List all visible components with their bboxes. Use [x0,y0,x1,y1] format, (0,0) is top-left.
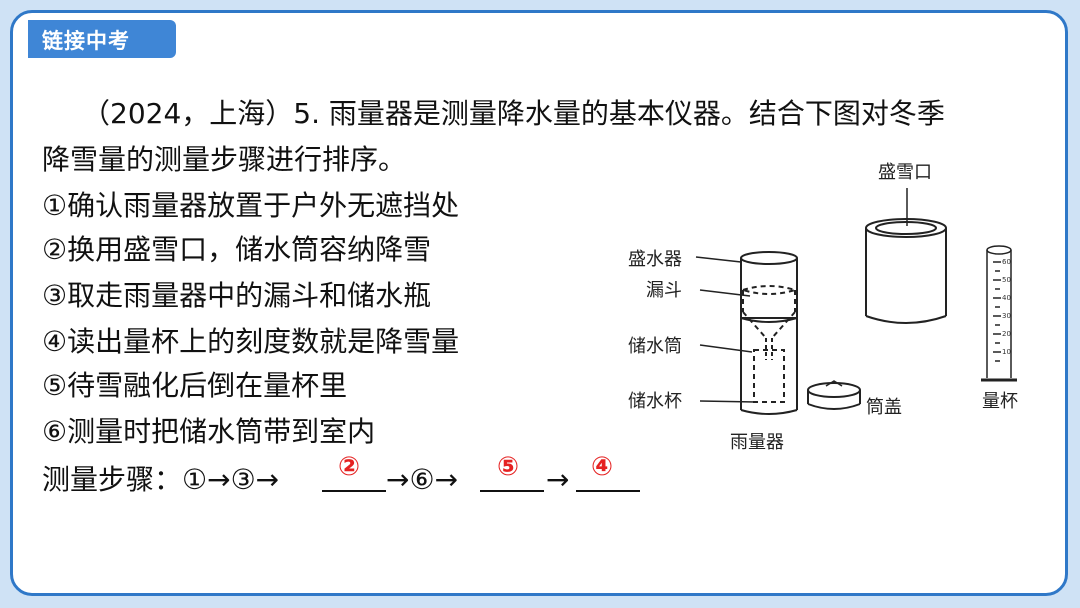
tube-cap-diagram [807,380,861,410]
slide-frame [10,10,1068,596]
answer-1: ② [338,452,361,482]
tick-50: 50 [1002,276,1011,284]
label-water-container: 盛水器 [628,249,682,270]
tick-60: 60 [1002,258,1011,266]
label-measuring-cup: 量杯 [982,391,1018,412]
question-line-2: 降雪量的测量步骤进行排序。 [42,143,407,176]
label-rain-gauge: 雨量器 [730,432,784,453]
question-line-1: （2024，上海）5. 雨量器是测量降水量的基本仪器。结合下图对冬季 [82,97,945,130]
answer-2: ⑤ [497,452,520,482]
label-snow-mouth: 盛雪口 [878,162,932,183]
option-4: ④读出量杯上的刻度数就是降雪量 [42,325,460,358]
section-badge: 链接中考 [28,20,176,58]
answer-blank-2 [480,462,544,492]
answer-3: ④ [591,452,614,482]
section-badge-label: 链接中考 [42,29,130,53]
option-6: ⑥测量时把储水筒带到室内 [42,415,376,448]
option-1: ①确认雨量器放置于户外无遮挡处 [42,189,460,222]
measuring-cup-diagram [981,245,1017,382]
arrow-last: → [546,463,570,496]
label-storage-tube: 储水筒 [628,336,682,357]
label-tube-cap: 筒盖 [866,397,902,418]
snow-mouth-diagram [865,218,947,324]
tick-30: 30 [1002,312,1011,320]
arrow-six: →⑥→ [386,463,459,496]
tick-10: 10 [1002,348,1011,356]
answer-blank-3 [576,462,640,492]
steps-prefix: 测量步骤：①→③→ [42,463,280,496]
tick-40: 40 [1002,294,1011,302]
option-2: ②换用盛雪口，储水筒容纳降雪 [42,233,432,266]
option-5: ⑤待雪融化后倒在量杯里 [42,369,348,402]
label-funnel: 漏斗 [646,280,682,301]
rain-gauge-diagram [739,251,799,415]
tick-20: 20 [1002,330,1011,338]
label-storage-cup: 储水杯 [628,391,682,412]
answer-blank-1 [322,462,386,492]
option-3: ③取走雨量器中的漏斗和储水瓶 [42,279,432,312]
